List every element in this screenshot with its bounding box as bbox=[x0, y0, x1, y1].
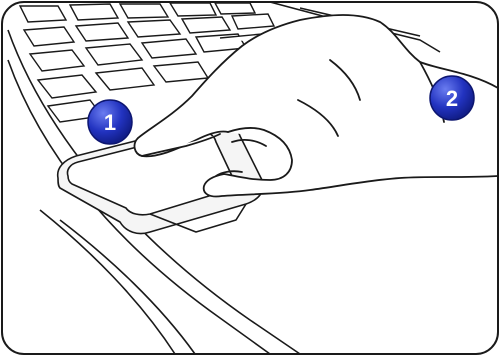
callout-badge-2: 2 bbox=[430, 76, 474, 120]
badge-2-label: 2 bbox=[446, 86, 458, 111]
callout-badge-1: 1 bbox=[88, 100, 132, 144]
badge-1-label: 1 bbox=[104, 110, 116, 135]
